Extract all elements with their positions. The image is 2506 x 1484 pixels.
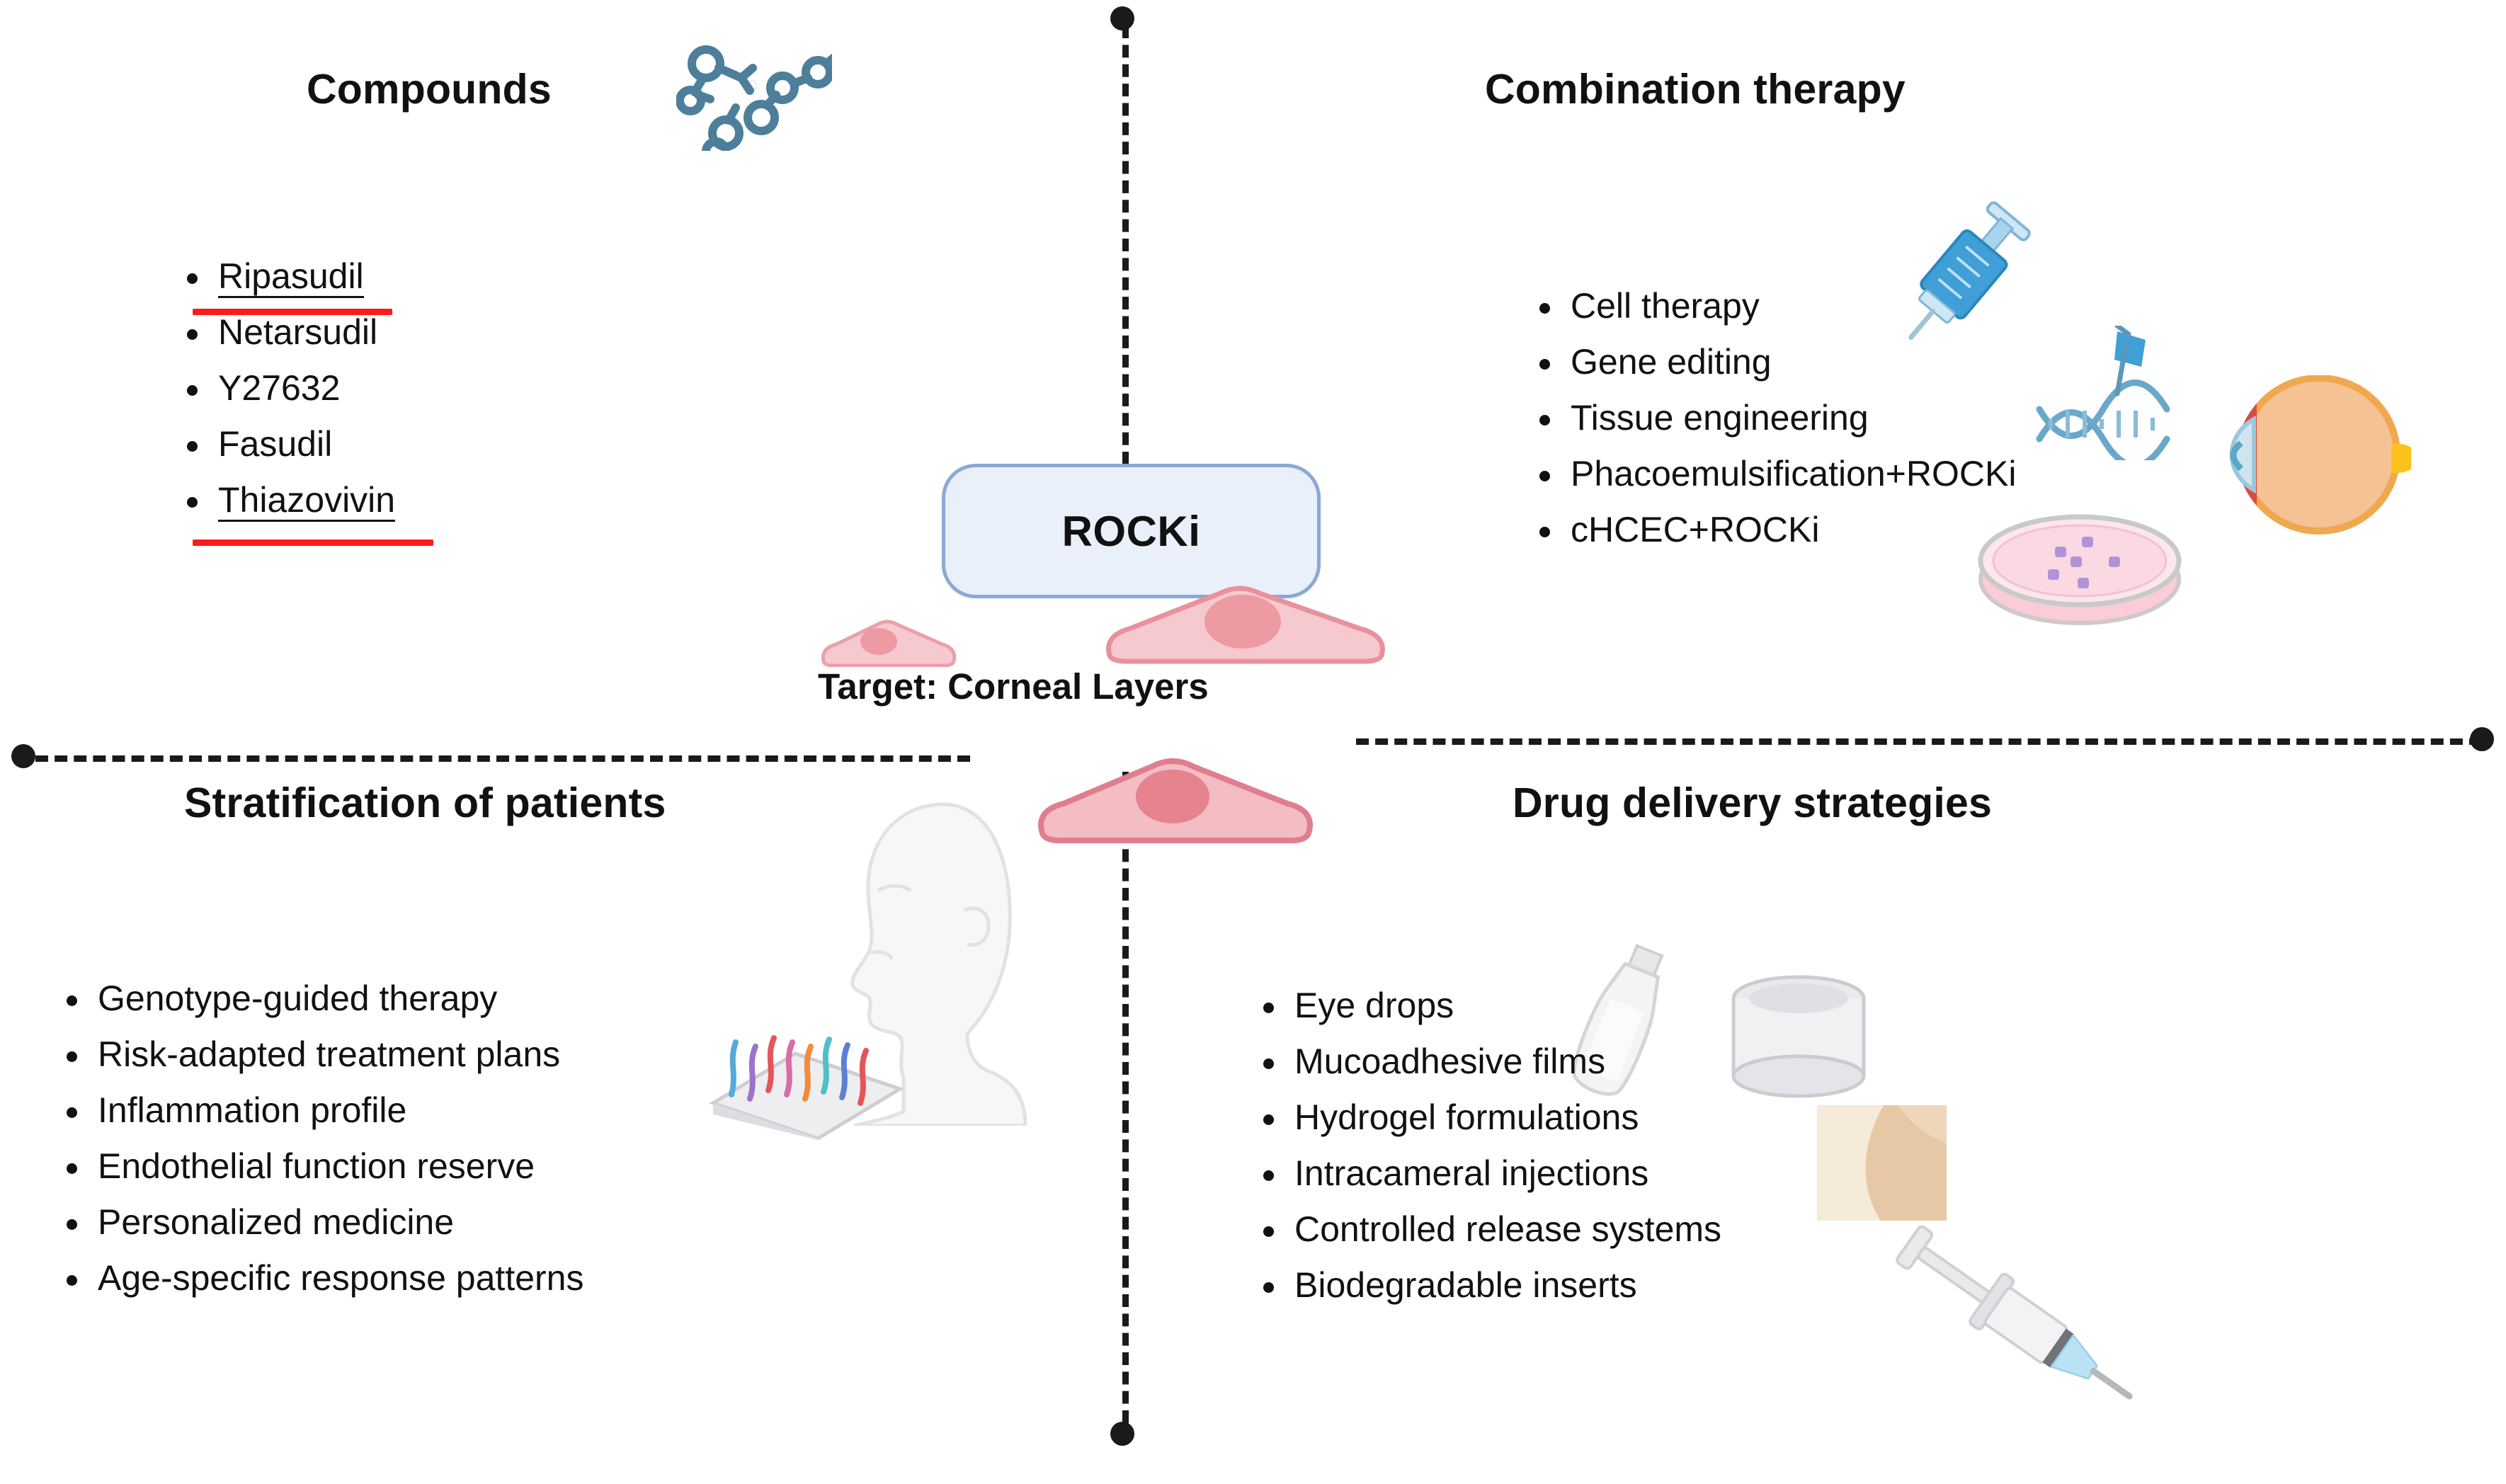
list-item[interactable]: Genotype-guided therapy <box>57 976 583 1022</box>
list-item[interactable]: Eye drops <box>1253 983 1721 1029</box>
list-item[interactable]: cHCEC+ROCKi <box>1530 507 2016 553</box>
list-item[interactable]: Biodegradable inserts <box>1253 1262 1721 1308</box>
compounds-list: Ripasudil Netarsudil Y27632 Fasudil Thia… <box>177 253 396 533</box>
list-item[interactable]: Fasudil <box>177 421 395 467</box>
dropper-bottle-icon <box>1554 935 1682 1119</box>
list-item[interactable]: Phacoemulsification+ROCKi <box>1530 451 2016 497</box>
axis-endpoint-right <box>2470 727 2494 751</box>
list-item[interactable]: Intracameral injections <box>1253 1151 1721 1197</box>
dna-pipette-icon <box>2011 323 2202 469</box>
patient-head-icon <box>836 800 1048 1128</box>
axis-horizontal-right <box>1356 738 2482 745</box>
target-corneal-layers-label: Target: Corneal Layers <box>818 666 1209 707</box>
list-item[interactable]: Gene editing <box>1530 339 2016 385</box>
axis-vertical-top <box>1122 25 1129 464</box>
axis-endpoint-bottom <box>1110 1422 1134 1446</box>
gel-patch-icon <box>1813 1101 1951 1225</box>
highlight-bar-ripasudil <box>193 309 392 315</box>
quadrant-title-compounds: Compounds <box>307 66 552 113</box>
highlight-bar-thiazovivin <box>193 540 433 546</box>
list-item[interactable]: Y27632 <box>177 365 395 411</box>
list-item[interactable]: Controlled release systems <box>1253 1206 1721 1252</box>
axis-vertical-bottom <box>1122 772 1129 1423</box>
molecule-icon <box>676 34 839 166</box>
microarray-icon <box>705 963 910 1141</box>
eye-icon <box>2213 375 2418 538</box>
jar-icon <box>1717 970 1880 1112</box>
petri-dish-icon <box>1970 496 2189 630</box>
quadrant-title-stratification-of-patients: Stratification of patients <box>184 780 666 826</box>
rocki-node[interactable]: ROCKi <box>942 464 1321 598</box>
corneal-cell-large-icon <box>1034 754 1317 846</box>
drug-delivery-list: Eye drops Mucoadhesive films Hydrogel fo… <box>1253 983 1721 1318</box>
list-item[interactable]: Age-specific response patterns <box>57 1255 583 1301</box>
quadrant-title-drug-delivery-strategies: Drug delivery strategies <box>1513 780 1993 826</box>
list-item[interactable]: Cell therapy <box>1530 283 2016 329</box>
list-item[interactable]: Tissue engineering <box>1530 395 2016 441</box>
combination-therapy-list: Cell therapy Gene editing Tissue enginee… <box>1530 283 2016 563</box>
list-item[interactable]: Endothelial function reserve <box>57 1143 583 1189</box>
corneal-cell-small-icon <box>818 616 959 667</box>
corneal-cell-medium-icon <box>1101 581 1391 666</box>
quadrant-title-combination-therapy: Combination therapy <box>1485 66 1906 113</box>
rocki-node-label: ROCKi <box>1061 507 1201 555</box>
list-item[interactable]: Personalized medicine <box>57 1199 583 1245</box>
syringe-icon <box>1869 191 2054 361</box>
list-item[interactable]: Hydrogel formulations <box>1253 1095 1721 1141</box>
stratification-list: Genotype-guided therapy Risk-adapted tre… <box>57 976 583 1311</box>
list-item[interactable]: Thiazovivin <box>177 477 396 523</box>
list-item[interactable]: Mucoadhesive films <box>1253 1039 1721 1085</box>
list-item[interactable]: Netarsudil <box>177 309 395 355</box>
syringe-icon <box>1862 1211 2160 1416</box>
axis-horizontal-left <box>35 755 970 762</box>
axis-endpoint-left <box>11 744 35 768</box>
list-item[interactable]: Risk-adapted treatment plans <box>57 1032 583 1078</box>
list-item[interactable]: Inflammation profile <box>57 1088 583 1134</box>
list-item[interactable]: Ripasudil <box>177 253 395 299</box>
